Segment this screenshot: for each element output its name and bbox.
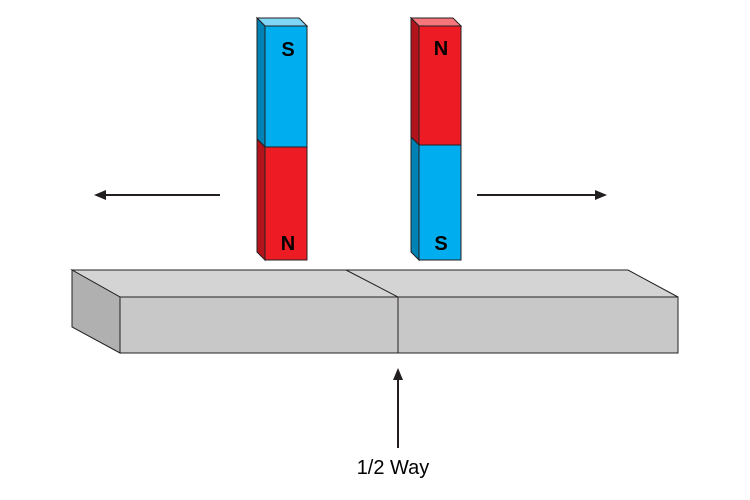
steel-bar xyxy=(70,269,679,354)
left-magnet-upper-face xyxy=(264,25,308,148)
left-magnet-lower-face xyxy=(264,146,308,261)
right-magnet-lower-side xyxy=(410,135,420,262)
right-magnet-bottom-pole-label: S xyxy=(434,233,447,255)
right-magnet-upper-side xyxy=(410,16,420,147)
right-magnet-lower-face xyxy=(418,144,462,261)
bar-front-face xyxy=(119,296,679,354)
halfway-caption: 1/2 Way xyxy=(357,457,430,479)
left-magnet: S N xyxy=(255,16,309,262)
left-magnet-top-pole-label: S xyxy=(281,39,294,61)
left-magnet-bottom-pole-label: N xyxy=(281,233,295,255)
left-magnet-lower-side xyxy=(256,137,266,262)
bar-split-line xyxy=(345,269,399,353)
bar-top-face xyxy=(70,269,679,298)
right-magnet: N S xyxy=(409,16,463,262)
left-magnet-upper-side xyxy=(256,16,266,149)
right-magnet-top-pole-label: N xyxy=(434,38,448,60)
